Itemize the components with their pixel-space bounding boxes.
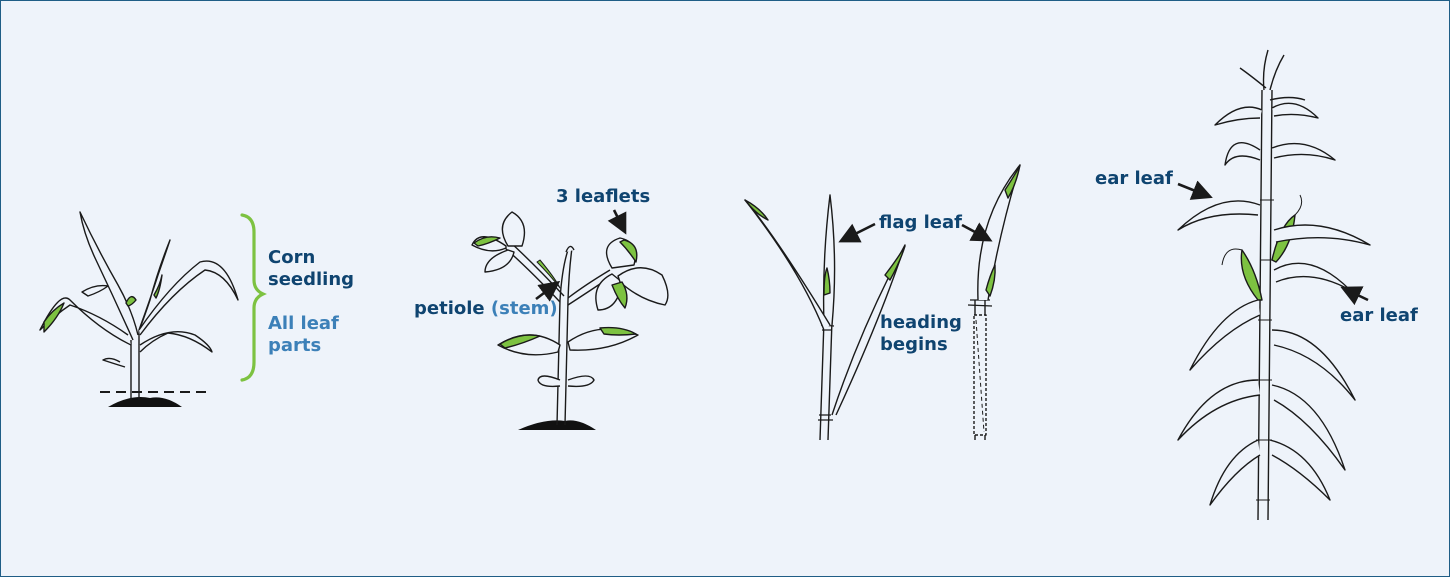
seedling-leaf	[80, 212, 138, 340]
wheat-illustration	[745, 165, 1020, 440]
ear-leaf	[1274, 263, 1350, 290]
corn-seedling-illustration	[40, 212, 238, 407]
petiole-note: (stem)	[491, 298, 558, 319]
soybean-illustration	[472, 212, 668, 430]
wheat-head	[974, 315, 986, 435]
black-arrow-icon	[1345, 289, 1368, 300]
ear-leaf-top-label: ear leaf	[1095, 168, 1173, 190]
ear-leaf	[1178, 201, 1260, 230]
three-leaflets-label: 3 leaflets	[556, 186, 650, 208]
black-arrow-icon	[536, 284, 556, 299]
black-arrow-icon	[843, 224, 875, 240]
green-curly-bracket-icon	[242, 215, 263, 380]
leaflet	[485, 250, 514, 272]
black-arrow-icon	[1178, 184, 1208, 196]
ear-leaf-right-label: ear leaf	[1340, 305, 1418, 327]
black-arrow-icon	[962, 225, 988, 239]
seedling-leaf	[139, 261, 238, 335]
all-leaf-parts-label: All leaf parts	[268, 313, 339, 357]
tall-corn-illustration	[1178, 50, 1370, 520]
petiole-label: petiole (stem)	[414, 298, 558, 320]
flag-leaf	[824, 195, 835, 325]
seedling-leaf	[140, 332, 212, 352]
black-arrow-icon	[614, 210, 624, 230]
soil-mound	[108, 397, 182, 407]
corn-ear	[1241, 250, 1262, 300]
heading-begins-label: heading begins	[880, 312, 962, 356]
corn-seedling-label: Corn seedling	[268, 247, 354, 291]
flag-leaf-label: flag leaf	[879, 212, 962, 234]
leaflet	[502, 212, 524, 246]
